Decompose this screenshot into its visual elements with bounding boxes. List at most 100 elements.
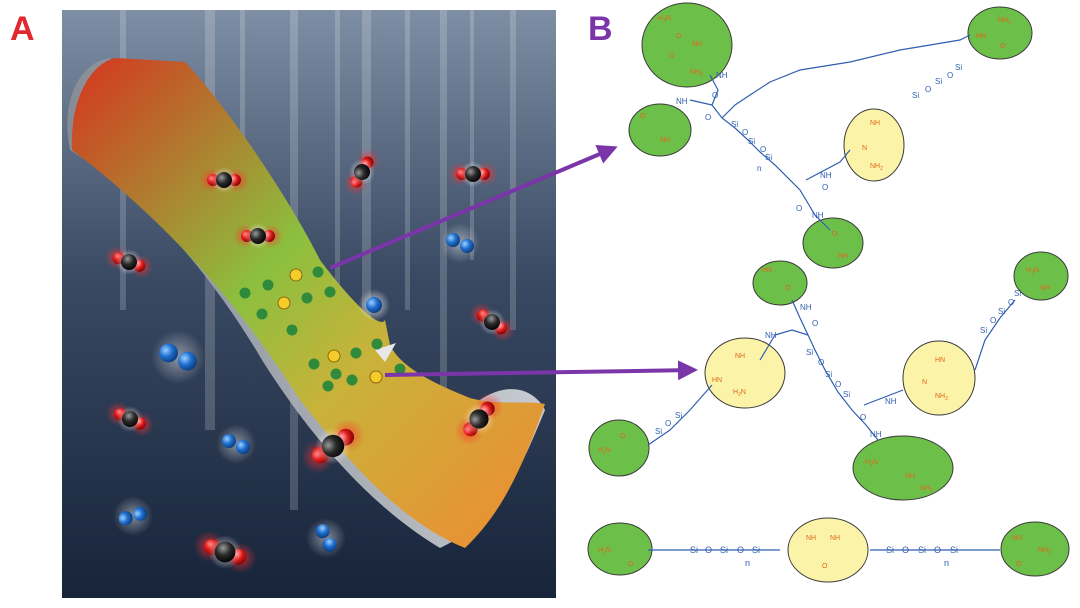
si-label: Si — [690, 545, 698, 555]
group-green-ellipse — [588, 419, 650, 477]
nh-label: NH — [830, 535, 840, 542]
si-label: Si — [675, 411, 682, 420]
si-label: Si — [998, 307, 1005, 316]
o-label: O — [832, 231, 838, 238]
co2-molecule — [233, 223, 283, 249]
o-label: O — [737, 545, 744, 555]
o-label: O — [860, 413, 866, 422]
si-label: Si — [1014, 289, 1021, 298]
si-label: Si — [886, 545, 894, 555]
o-label: O — [785, 285, 791, 292]
hn-label: HN — [976, 33, 986, 40]
nh-label: NH — [870, 120, 880, 127]
group-green-ellipse — [752, 260, 808, 306]
o-label: O — [796, 204, 802, 213]
group-yellow-ellipse — [787, 517, 869, 583]
nh-label: NH — [870, 430, 882, 439]
si-label: Si — [950, 545, 958, 555]
n-label: N — [922, 379, 927, 386]
o-label: O — [1016, 561, 1022, 568]
nh-label: NH — [660, 137, 670, 144]
group-green-ellipse — [587, 522, 653, 576]
n-subscript: n — [745, 558, 750, 568]
nh-label: NH — [885, 397, 897, 406]
o-label: O — [818, 358, 824, 367]
o-label: O — [822, 563, 828, 570]
nh-label: NH — [800, 303, 812, 312]
o-label: O — [628, 561, 634, 568]
film-dots-yellow — [277, 268, 383, 384]
gas-molecules — [101, 143, 520, 579]
film-crack — [375, 343, 396, 362]
h2n-label: H2N — [865, 459, 878, 468]
siloxane-labels: Si O Si O Si n Si O Si O Si Si O Si O Si… — [655, 63, 1021, 568]
o-label: O — [1008, 298, 1014, 307]
co2-molecule — [199, 167, 249, 193]
si-label: Si — [918, 545, 926, 555]
o-label: O — [822, 183, 828, 192]
nh-label: NH — [716, 71, 728, 80]
h2n-label: H2N — [598, 547, 611, 556]
arrow-to-network-top — [329, 145, 618, 270]
si-label: Si — [935, 77, 942, 86]
h2n-label: H2N — [658, 15, 671, 24]
nh-label: NH — [806, 535, 816, 542]
si-label: Si — [720, 545, 728, 555]
si-label: Si — [843, 390, 850, 399]
nh-label: NH — [735, 353, 745, 360]
group-yellow-ellipse — [902, 340, 976, 416]
group-green-ellipse — [1013, 251, 1069, 301]
nh-label: NH — [905, 473, 915, 480]
polymer-backbone — [647, 34, 1016, 551]
urea-labels: H2N O NH O NH2 O NH NH2 HN O NH N NH2 O … — [598, 15, 1051, 570]
nh-label: NH — [820, 171, 832, 180]
si-label: Si — [912, 91, 919, 100]
si-label: Si — [655, 427, 662, 436]
nh-label: NH — [765, 331, 777, 340]
nh-label: NH — [1040, 285, 1050, 292]
n-subscript: n — [757, 164, 761, 173]
arrow-to-network-bottom — [384, 360, 698, 381]
si-label: Si — [980, 326, 987, 335]
nh2-label: NH2 — [690, 69, 703, 78]
panel-b-label: B — [588, 10, 613, 48]
group-green-ellipse — [802, 217, 864, 269]
o-label: O — [705, 545, 712, 555]
group-green-ellipse — [852, 435, 954, 501]
nh2-label: NH2 — [920, 485, 933, 494]
n2-molecule — [440, 223, 480, 263]
n2-molecule — [216, 424, 256, 464]
si-label: Si — [765, 153, 772, 162]
panel-a-label: A — [10, 10, 35, 48]
nh-label: NH — [812, 211, 824, 220]
o-label: O — [742, 128, 748, 137]
n-label: N — [862, 145, 867, 152]
n2-molecule — [358, 289, 390, 321]
o-label: O — [620, 433, 626, 440]
group-yellow-ellipse — [843, 108, 905, 182]
o-label: O — [665, 419, 671, 428]
n-subscript: n — [944, 558, 949, 568]
nh2-label: NH2 — [935, 393, 948, 402]
o-label: O — [934, 545, 941, 555]
o-label: O — [640, 113, 646, 120]
o-label: O — [947, 71, 953, 80]
si-label: Si — [731, 120, 738, 129]
si-label: Si — [748, 137, 755, 146]
o-label: O — [712, 91, 718, 100]
h2n-label: H2N — [598, 447, 611, 456]
o-label: O — [676, 33, 682, 40]
h2n-label: H2N — [733, 389, 746, 398]
o-label: O — [760, 145, 766, 154]
o-label: O — [835, 380, 841, 389]
o-label: O — [902, 545, 909, 555]
group-green-ellipse — [1000, 521, 1070, 577]
si-label: Si — [825, 370, 832, 379]
n2-molecule — [151, 330, 205, 384]
o-label: O — [705, 113, 711, 122]
co2-molecule — [448, 161, 498, 187]
o-label: O — [1000, 43, 1006, 50]
si-label: Si — [955, 63, 962, 72]
o-label: O — [812, 319, 818, 328]
group-green-ellipse — [967, 6, 1033, 60]
